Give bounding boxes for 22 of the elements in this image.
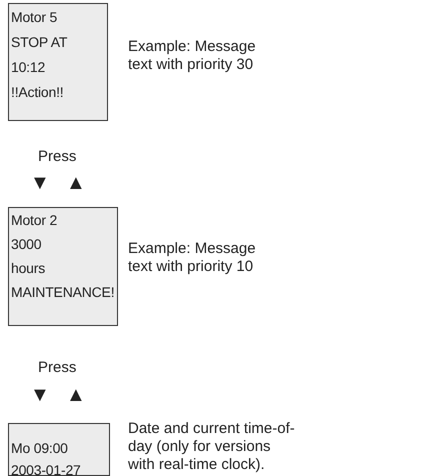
- up-key-symbol: ▲: [66, 386, 86, 404]
- display-text: Mo 09:00: [11, 439, 69, 458]
- description-text: Date and current time-of-day (only for versions with real-time clock).: [128, 420, 296, 474]
- display-text: STOP AT: [11, 33, 68, 52]
- display-text: Motor 2: [11, 211, 58, 230]
- display-text: !!Action!!: [11, 83, 64, 102]
- display-screen: [8, 423, 110, 476]
- display-text: 2003-01-27: [11, 461, 82, 476]
- description-text: Example: Message text with priority 30: [128, 38, 257, 74]
- down-key-symbol: ▼: [30, 386, 50, 404]
- up-key-symbol: ▲: [66, 174, 86, 192]
- down-key-symbol: ▼: [30, 174, 50, 192]
- display-text: MAINTENANCE!: [11, 283, 115, 302]
- display-screen: [8, 207, 118, 326]
- description-text: Example: Message text with priority 10: [128, 240, 257, 276]
- display-text: 10:12: [11, 58, 46, 77]
- display-screen: [8, 3, 108, 121]
- instruction-text: Press: [38, 359, 76, 377]
- display-text: 3000: [11, 235, 42, 254]
- display-text: hours: [11, 259, 46, 278]
- instruction-text: Press: [38, 148, 76, 166]
- display-text: Motor 5: [11, 8, 58, 27]
